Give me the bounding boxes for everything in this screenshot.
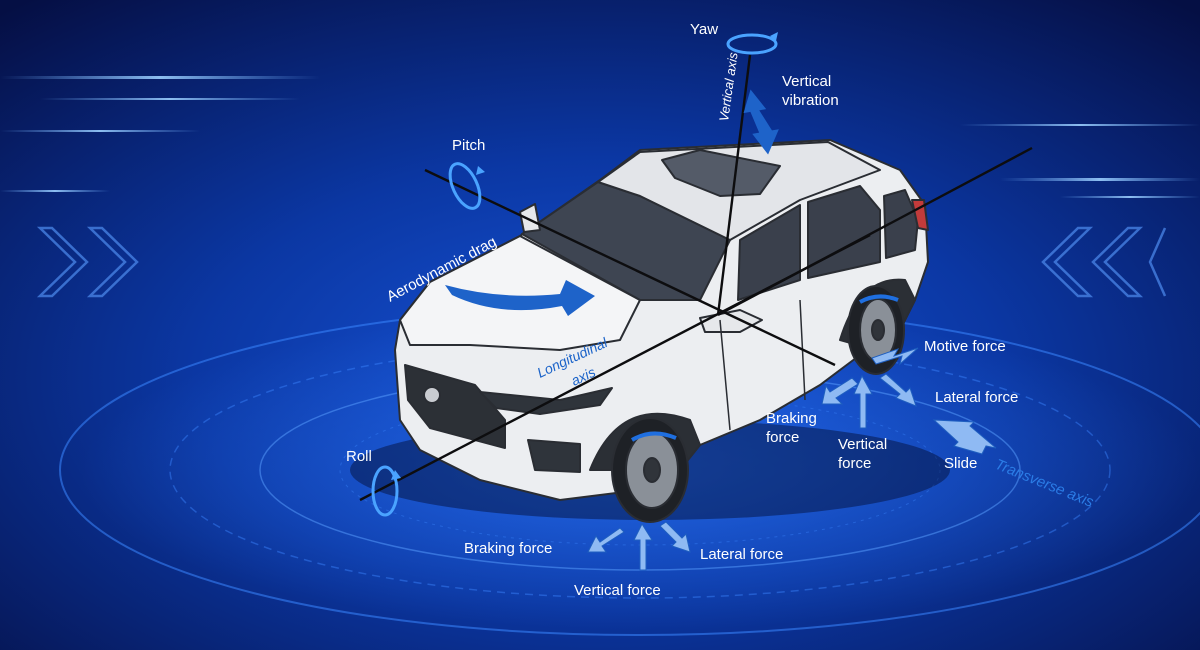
vertical-vibration-label-2: vibration — [782, 92, 839, 109]
sunroof — [661, 149, 781, 197]
braking-force-front-label: Braking force — [464, 540, 552, 557]
vertical-force-rear-label-2: force — [838, 455, 871, 472]
double-chevron-left-icon — [1041, 226, 1167, 298]
slide-arrow — [932, 419, 997, 455]
yaw-label: Yaw — [690, 21, 718, 38]
braking-force-front-arrow — [587, 527, 625, 553]
vertical-vibration-arrow — [743, 89, 779, 155]
braking-force-rear-label-2: force — [766, 429, 799, 446]
pitch-label: Pitch — [452, 137, 485, 154]
vertical-force-front-label: Vertical force — [574, 582, 661, 599]
braking-force-rear-arrow — [821, 377, 859, 405]
vertical-vibration-label-1: Vertical — [782, 73, 831, 90]
side-window-rear — [807, 185, 881, 279]
vertical-force-front-arrow — [633, 522, 653, 571]
vertical-force-rear-arrow — [853, 374, 873, 429]
vertical-axis-line — [716, 54, 752, 316]
lateral-force-front-label: Lateral force — [700, 546, 783, 563]
front-force-arrows — [587, 521, 691, 571]
lateral-force-rear-arrow — [879, 373, 917, 407]
car — [350, 139, 950, 523]
transverse-axis-line — [424, 168, 836, 367]
light-streaks — [0, 76, 1200, 198]
motive-force-label: Motive force — [924, 338, 1006, 355]
wheel-rotation-arrows — [630, 294, 899, 442]
aerodynamic-drag-arrow — [445, 280, 595, 316]
grille — [404, 364, 506, 449]
motive-force-arrow — [871, 347, 919, 366]
rear-force-arrows — [821, 347, 997, 455]
roll-label: Roll — [346, 448, 372, 465]
slide-label: Slide — [944, 455, 977, 472]
braking-force-rear-label-1: Braking — [766, 410, 817, 427]
side-window-front — [737, 204, 801, 301]
rotation-arrow-icon — [371, 32, 778, 517]
vertical-force-rear-label-1: Vertical — [838, 436, 887, 453]
axis-lines — [359, 54, 1033, 502]
double-chevron-right-icon — [36, 226, 139, 298]
lateral-force-front-arrow — [659, 521, 691, 553]
lateral-force-rear-label: Lateral force — [935, 389, 1018, 406]
diagonal-axis-line — [717, 146, 1033, 317]
